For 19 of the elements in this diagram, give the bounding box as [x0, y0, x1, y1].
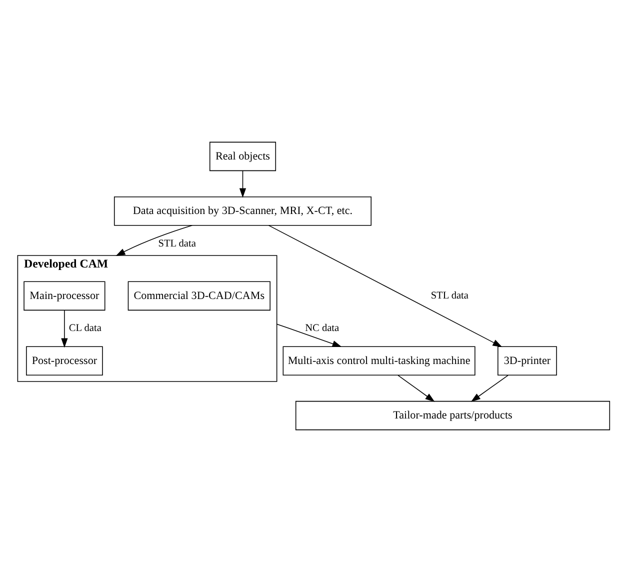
node-box: Main-processor [24, 280, 106, 310]
node-box: 3D-printer [498, 346, 557, 376]
node-box: Tailor-made parts/products [295, 400, 610, 430]
edge-label: CL data [68, 322, 102, 334]
arrow [398, 374, 435, 402]
node-box: Real objects [209, 141, 276, 171]
edge-label: STL data [158, 238, 196, 249]
node-box: Data acquisition by 3D-Scanner, MRI, X-CT, etc. [114, 196, 372, 226]
node-box: Post-processor [26, 346, 103, 376]
arrow [470, 374, 508, 402]
arrow [268, 224, 502, 347]
arrow [276, 323, 342, 346]
node-box: Commercial 3D-CAD/CAMs [128, 280, 270, 310]
arrow [239, 170, 246, 198]
arrow [61, 310, 68, 348]
edge-label: STL data [430, 290, 469, 302]
arrow [116, 224, 193, 256]
edge-label: NC data [305, 322, 340, 334]
node-box: Multi-axis control multi-tasking machine [282, 346, 476, 376]
